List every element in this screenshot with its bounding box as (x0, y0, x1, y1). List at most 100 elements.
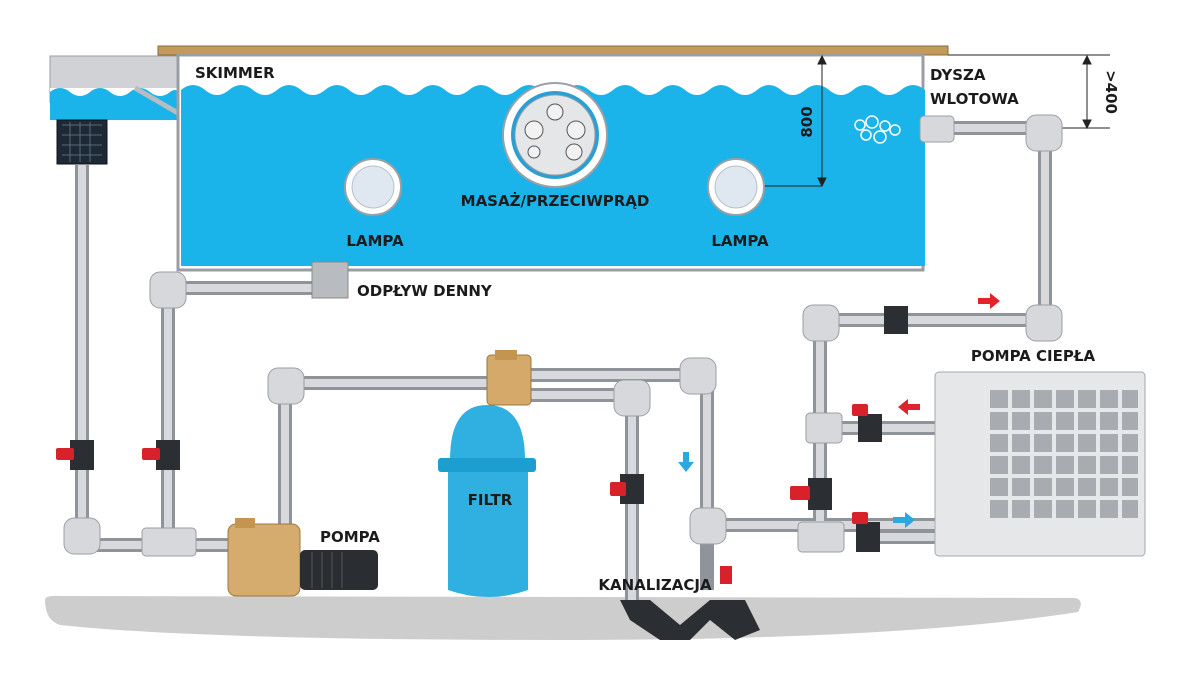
lamp-left (344, 158, 402, 216)
pipe-elbow (1025, 114, 1063, 152)
grille-cell (990, 500, 1008, 518)
pump-housing (227, 523, 301, 597)
pipe-elbow (267, 367, 305, 405)
grille-cell (990, 456, 1008, 474)
skimmer-basket (56, 119, 108, 165)
valve-icon (852, 512, 880, 552)
grille-cell (1056, 434, 1074, 452)
jet-icon (546, 103, 564, 121)
pipe-tee (141, 527, 197, 557)
grille-cell (1100, 434, 1118, 452)
skimmer (49, 55, 192, 165)
pipe-elbow (802, 304, 840, 342)
lamp-right-label: LAMPA (711, 232, 769, 250)
flow-arrows (678, 293, 1000, 528)
valve-icon (142, 440, 180, 470)
pipe-elbow (613, 379, 651, 417)
inlet-nozzle (919, 115, 955, 143)
grille-cell (1034, 434, 1052, 452)
grille-cell (1056, 412, 1074, 430)
grille-cell (990, 390, 1008, 408)
pump (227, 518, 378, 597)
jet-icon (527, 145, 541, 159)
valves (56, 306, 908, 584)
grille-cell (990, 478, 1008, 496)
grille-cell (1078, 390, 1096, 408)
pipe-elbow (63, 517, 101, 555)
pipework (63, 114, 1063, 600)
grille-cell (1100, 478, 1118, 496)
grille-cell (1034, 478, 1052, 496)
skimmer-label: SKIMMER (195, 64, 275, 82)
grille-cell (1100, 390, 1118, 408)
depth-dimension (760, 54, 1110, 188)
grille-cell (1056, 500, 1074, 518)
pipe-tee (797, 521, 845, 553)
grille-cell (1078, 456, 1096, 474)
grille-cell (1122, 500, 1138, 518)
min-depth-label: >400 (1102, 70, 1120, 114)
grille-cell (990, 412, 1008, 430)
sewer-drain (620, 600, 760, 640)
grille-cell (1012, 478, 1030, 496)
nozzle-label-line2: WLOTOWA (930, 90, 1019, 108)
coupling-icon (884, 306, 908, 334)
valve-icon (610, 474, 644, 504)
heat-pump (934, 371, 1146, 557)
pump-motor (300, 550, 378, 590)
valve-icon (56, 440, 94, 470)
valve-icon (790, 478, 832, 510)
grille-cell (1034, 500, 1052, 518)
bottom-drain-label: ODPŁYW DENNY (357, 282, 493, 300)
lamp-left-label: LAMPA (346, 232, 404, 250)
arrow-hot-icon (978, 293, 1000, 309)
pump-label: POMPA (320, 528, 380, 546)
grille-cell (1012, 434, 1030, 452)
arrow-cold-icon (893, 512, 915, 528)
grille-cell (1122, 390, 1138, 408)
massage-label: MASAŻ/PRZECIWPRĄD (461, 191, 650, 210)
grille-cell (1100, 456, 1118, 474)
grille-cell (1078, 500, 1096, 518)
grille-cell (1122, 456, 1138, 474)
grille-cell (1100, 500, 1118, 518)
pipe-elbow (689, 507, 727, 545)
grille-cell (1078, 478, 1096, 496)
grille-cell (1100, 412, 1118, 430)
jet-icon (566, 120, 586, 140)
jet-icon (565, 143, 583, 161)
massage-unit (502, 82, 608, 188)
pipe-elbow (149, 271, 187, 309)
filter-label: FILTR (468, 491, 513, 509)
grille-cell (990, 434, 1008, 452)
valve-icon (852, 404, 882, 442)
multiport-valve (486, 354, 532, 406)
arrow-cold-icon (678, 452, 694, 472)
arrow-hot-icon (898, 399, 920, 415)
heat-pump-grille (990, 390, 1138, 518)
heat-pump-label: POMPA CIEPŁA (971, 347, 1096, 365)
bottom-drain (311, 261, 349, 299)
ground (45, 595, 1081, 640)
depth-label: 800 (798, 106, 816, 137)
grille-cell (1012, 390, 1030, 408)
grille-cell (1012, 456, 1030, 474)
grille-cell (1034, 456, 1052, 474)
pipe-elbow (679, 357, 717, 395)
grille-cell (1078, 412, 1096, 430)
grille-cell (1122, 434, 1138, 452)
grille-cell (1034, 390, 1052, 408)
jet-icon (524, 120, 544, 140)
grille-cell (1012, 500, 1030, 518)
grille-cell (1056, 456, 1074, 474)
grille-cell (1056, 478, 1074, 496)
valve-icon (720, 566, 732, 584)
lamp-right (707, 158, 765, 216)
sewer-label: KANALIZACJA (598, 576, 712, 594)
sand-filter (438, 350, 536, 597)
grille-cell (1078, 434, 1096, 452)
nozzle-bubbles (854, 115, 901, 144)
grille-cell (1122, 412, 1138, 430)
pipe-elbow (1025, 304, 1063, 342)
nozzle-label-line1: DYSZA (930, 66, 986, 84)
